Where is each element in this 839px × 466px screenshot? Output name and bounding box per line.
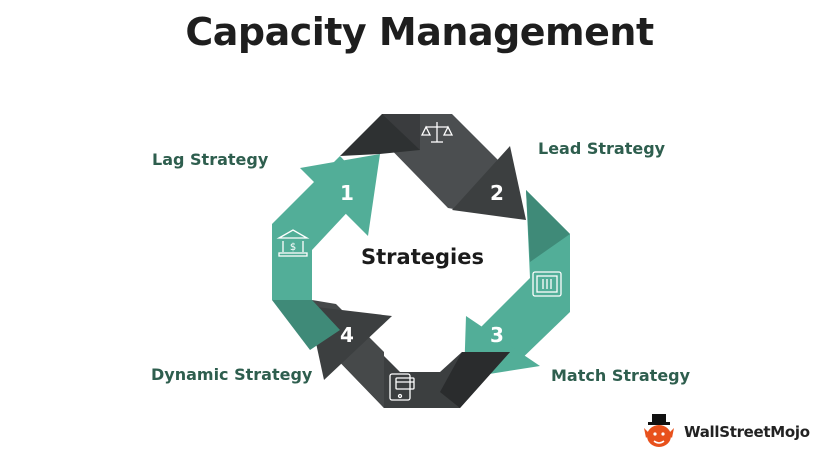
svg-text:$: $ — [290, 242, 296, 253]
label-match-strategy: Match Strategy — [551, 366, 691, 385]
center-label: Strategies — [361, 245, 484, 269]
step-number-2: 2 — [490, 181, 504, 205]
page-title: Capacity Management — [185, 10, 654, 54]
brand-logo: WallStreetMojo — [640, 414, 810, 450]
safe-icon — [532, 271, 562, 297]
label-lag-strategy: Lag Strategy — [152, 150, 269, 169]
step-number-1: 1 — [340, 181, 354, 205]
card-payment-icon — [389, 373, 415, 401]
label-lead-strategy: Lead Strategy — [538, 139, 666, 158]
bank-icon: $ — [276, 229, 310, 257]
mascot-logo-icon — [644, 414, 674, 447]
label-dynamic-strategy: Dynamic Strategy — [151, 365, 313, 384]
step-number-3: 3 — [490, 323, 504, 347]
arrow-1-lag — [272, 114, 420, 350]
logo-text: WallStreetMojo — [684, 423, 810, 441]
scales-icon — [420, 122, 454, 143]
arrow-4-dynamic — [308, 300, 510, 408]
step-number-4: 4 — [340, 323, 354, 347]
